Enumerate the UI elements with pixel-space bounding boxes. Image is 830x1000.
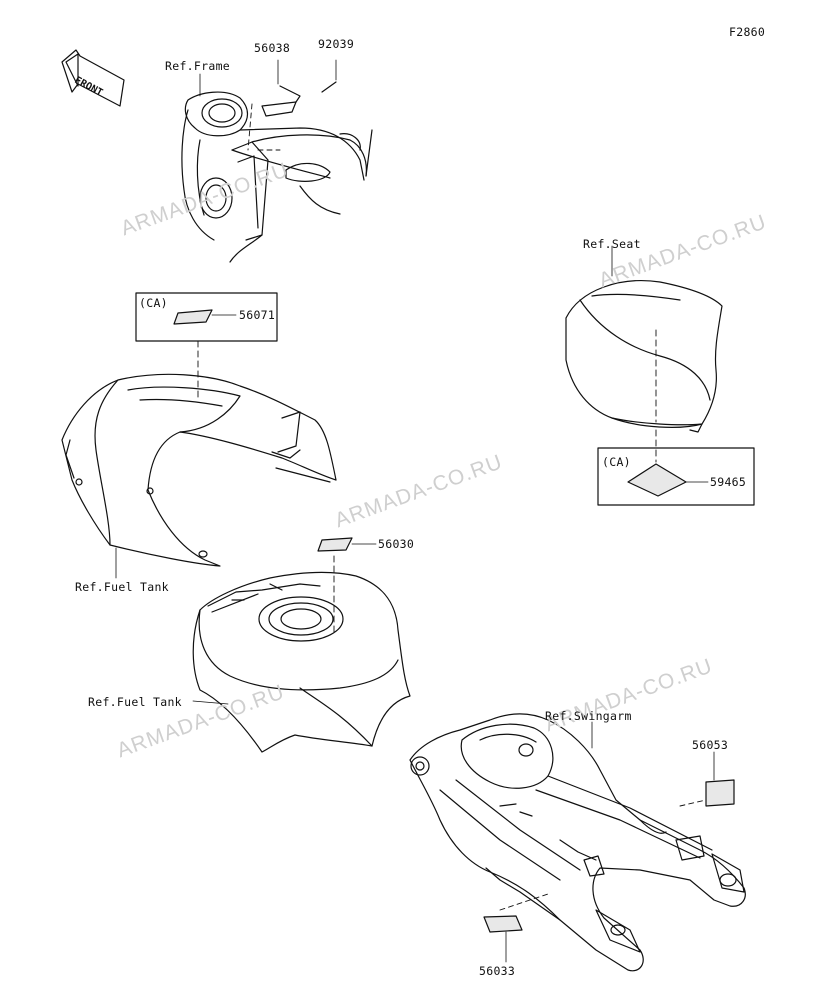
front-arrow-icon — [61, 49, 125, 107]
ref-swingarm-label: Ref.Swingarm — [545, 709, 632, 723]
ca-box-59465 — [597, 447, 755, 506]
part-number-56038[interactable]: 56038 — [254, 41, 291, 55]
part-number-56071[interactable]: 56071 — [239, 308, 276, 322]
ref-fuel-tank-cover-label: Ref.Fuel Tank — [75, 580, 169, 594]
fuel-tank-cover-drawing — [61, 373, 337, 567]
label-56033-icon — [483, 915, 523, 933]
ca-label-left: (CA) — [139, 296, 168, 310]
part-number-56030[interactable]: 56030 — [378, 537, 415, 551]
ca-box-56071 — [135, 292, 278, 342]
ca-label-right: (CA) — [602, 455, 631, 469]
label-56071-icon — [173, 309, 213, 325]
label-56053-icon — [705, 779, 735, 807]
part-number-92039[interactable]: 92039 — [318, 37, 355, 51]
figure-code: F2860 — [729, 25, 766, 39]
part-number-56033[interactable]: 56033 — [479, 964, 516, 978]
part-number-56053[interactable]: 56053 — [692, 738, 729, 752]
seat-drawing — [565, 280, 723, 433]
label-59465-icon — [627, 463, 687, 497]
fuel-tank-drawing — [192, 571, 411, 753]
ref-frame-label: Ref.Frame — [165, 59, 231, 73]
swingarm-drawing — [409, 713, 746, 972]
ref-fuel-tank-label: Ref.Fuel Tank — [88, 695, 182, 709]
frame-drawing — [181, 81, 373, 263]
label-56030-icon — [317, 537, 353, 552]
ref-seat-label: Ref.Seat — [583, 237, 641, 251]
part-number-59465[interactable]: 59465 — [710, 475, 747, 489]
